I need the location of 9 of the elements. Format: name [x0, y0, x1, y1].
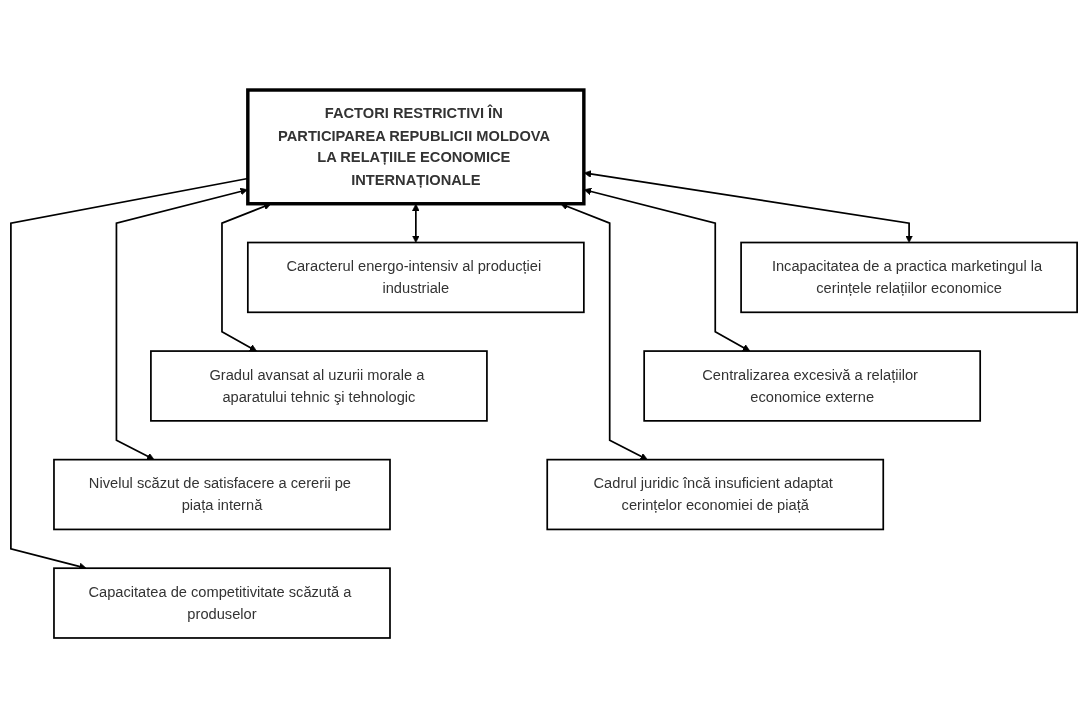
node-box: FACTORI RESTRICTIVI ÎN PARTICIPAREA REPUBLICII MOLDOVA LA RELAȚIILE ECONOMICE INTERNAȚIONALE: [246, 87, 586, 205]
node-box: Gradul avansat al uzurii morale a aparatului tehnic şi tehnologic: [150, 349, 488, 422]
arrow: [412, 203, 420, 243]
node-box: Capacitatea de competitivitate scăzută a produselor: [53, 566, 391, 639]
node-box: Cadrul juridic încă insuficient adaptat cerințelor economiei de piață: [546, 458, 885, 530]
node-box: Incapacitatea de a practica marketingul la cerințele relațiilor economice: [740, 241, 1078, 313]
node-box: Caracterul energo-intensiv al producției industriale: [246, 241, 585, 313]
node-box: Centralizarea excesivă a relațiilor economice externe: [643, 349, 982, 422]
node-box: Nivelul scăzut de satisfacere a cererii pe piața internă: [53, 458, 391, 530]
